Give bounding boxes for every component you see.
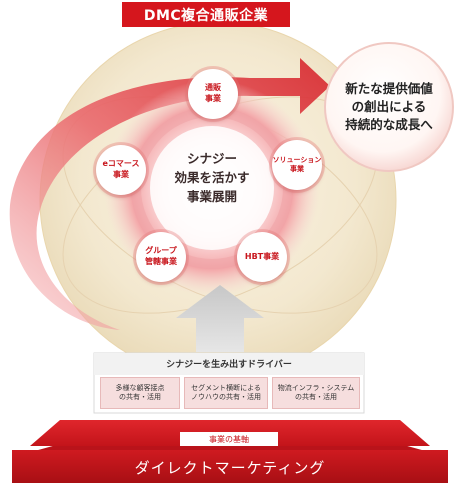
goal-label: 新たな提供価値 の創出による 持続的な成長へ: [327, 48, 451, 166]
core-label: シナジー 効果を活かす 事業展開: [153, 150, 271, 220]
core-line: 効果を活かす: [174, 169, 250, 185]
page-title: DMC複合通販企業: [122, 2, 290, 27]
goal-circle: [324, 42, 454, 172]
business-node-tsuhan: 通販 事業: [188, 69, 238, 119]
business-node-hbt: HBT事業: [237, 232, 287, 282]
business-node-ecommerce: eコマース 事業: [96, 145, 146, 195]
core-line: シナジー: [186, 151, 237, 166]
foundation-front: [12, 450, 448, 483]
driver-item: セグメント横断による ノウハウの共有・活用: [184, 377, 268, 409]
foundation-label: 事業の基軸: [180, 432, 278, 446]
core-line: 事業展開: [186, 188, 237, 204]
goal-line: 持続的な成長へ: [345, 117, 433, 133]
foundation-main: ダイレクトマーケティング: [134, 458, 326, 477]
driver-title: シナジーを生み出すドライバー: [166, 360, 292, 370]
driver-item: 物流インフラ・システム の共有・活用: [272, 377, 360, 409]
driver-item: 多様な顧客接点 の共有・活用: [100, 377, 180, 409]
business-node-group: グループ 管轄事業: [136, 232, 186, 282]
business-node-solution: ソリューション 事業: [272, 140, 322, 190]
goal-line: 新たな提供価値: [345, 80, 433, 96]
growth-arrow: [9, 58, 330, 330]
core-disc: [150, 126, 274, 250]
goal-line: の創出による: [351, 98, 427, 114]
up-arrow: [176, 285, 264, 352]
